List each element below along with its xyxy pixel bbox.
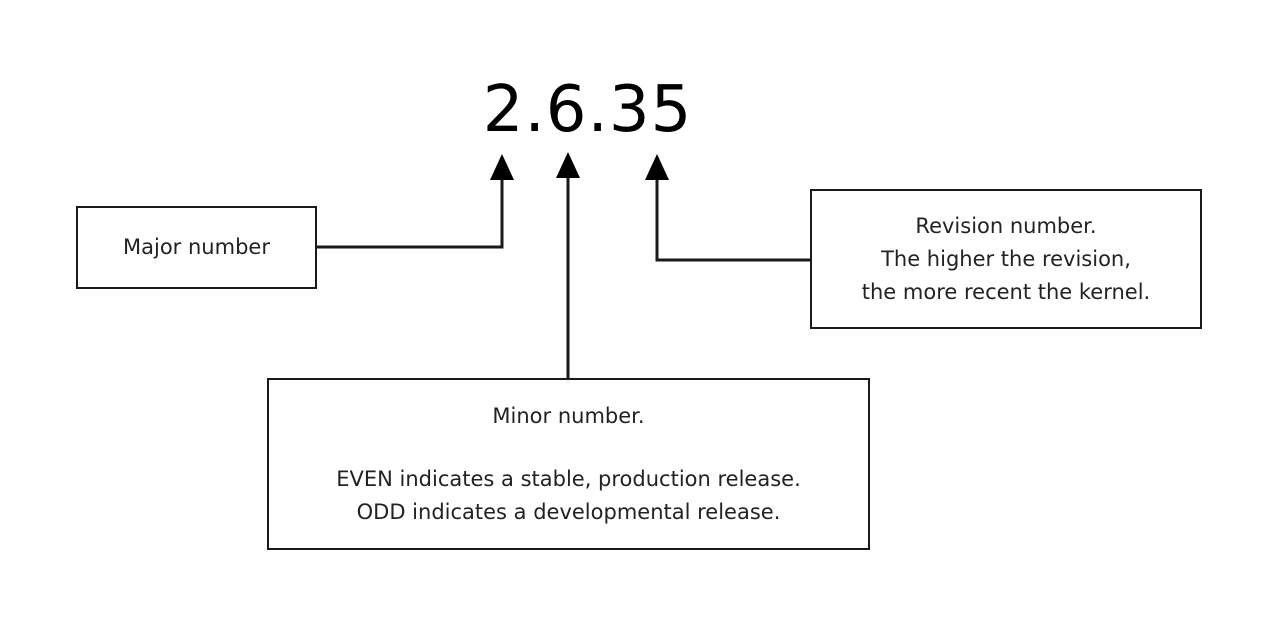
minor-spacer (269, 433, 868, 463)
minor-even-description: EVEN indicates a stable, production rele… (336, 466, 801, 491)
major-connector-line (317, 180, 504, 249)
revision-description-line-2: the more recent the kernel. (861, 279, 1151, 304)
revision-title: Revision number. (915, 213, 1097, 238)
major-arrowhead (490, 154, 514, 180)
revision-arrowhead (645, 154, 669, 180)
major-number-box: Major number (76, 206, 317, 289)
major-number-label: Major number (123, 235, 270, 259)
kernel-version-number: 2.6.35 (482, 73, 693, 147)
revision-connector-line (655, 180, 810, 262)
revision-number-box: Revision number. The higher the revision… (810, 189, 1202, 329)
revision-description-line-1: The higher the revision, (881, 246, 1131, 271)
minor-title: Minor number. (492, 403, 645, 428)
minor-number-box: Minor number. EVEN indicates a stable, p… (267, 378, 870, 550)
minor-arrowhead (556, 152, 580, 178)
minor-odd-description: ODD indicates a developmental release. (356, 499, 781, 524)
